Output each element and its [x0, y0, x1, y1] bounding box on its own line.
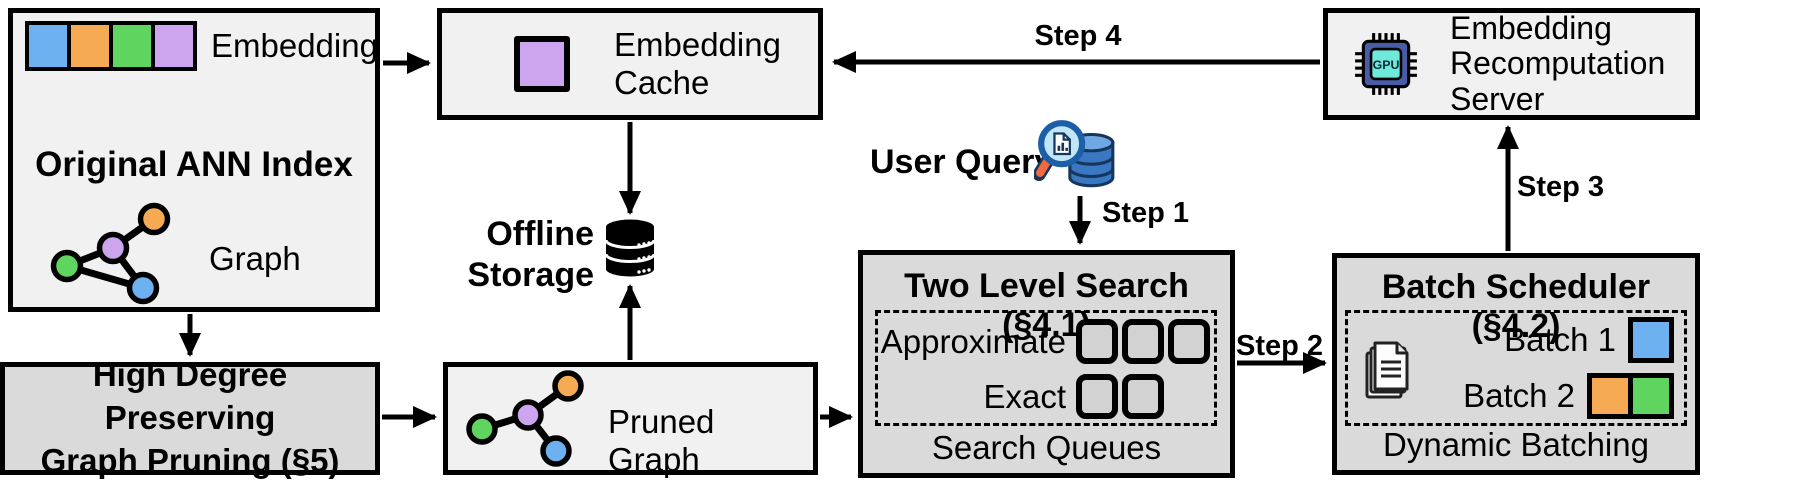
- original-graph-icon: [50, 202, 171, 305]
- pruned-graph-icon: [466, 370, 584, 467]
- cached-embedding-square: [514, 36, 570, 92]
- embedding-strip: [25, 21, 197, 71]
- batch-cell-orange: [1592, 378, 1628, 414]
- batch1-row: Batch 1: [1426, 315, 1674, 365]
- batch-squares-2: [1587, 373, 1674, 419]
- offline-storage-db-icon: [604, 219, 656, 277]
- queue-slot: [1076, 374, 1118, 419]
- batch2-row: Batch 2: [1426, 371, 1674, 421]
- user-query-label: User Query: [870, 143, 1054, 181]
- batch2-label: Batch 2: [1463, 377, 1575, 414]
- original-ann-index-title: Original ANN Index: [35, 145, 353, 184]
- dynamic-batching-label: Dynamic Batching: [1383, 426, 1649, 463]
- embedding-cache-label: Embedding Cache: [614, 26, 781, 101]
- search-queues-label: Search Queues: [931, 429, 1162, 466]
- original-ann-index-box: Embedding Original ANN Index Graph: [8, 8, 380, 312]
- batch-scheduler-title: Batch Scheduler (§4.2): [1381, 268, 1651, 345]
- exact-label: Exact: [983, 377, 1066, 415]
- approximate-label: Approximate: [880, 322, 1066, 360]
- embedding-row: Embedding: [25, 21, 378, 71]
- batch-cell-green: [1628, 378, 1669, 414]
- batch-scheduler-box: Batch Scheduler (§4.2) Batch 1: [1332, 253, 1700, 475]
- offline-storage-label: Offline Storage: [452, 214, 594, 297]
- exact-row: Exact: [878, 370, 1214, 423]
- embedding-cell-orange: [71, 25, 109, 67]
- queue-slots-exact: [1076, 374, 1164, 419]
- recomputation-server-box: GPU Embedding Recomputation Server: [1323, 8, 1700, 120]
- hdgp-line1: High Degree Preserving: [92, 356, 288, 437]
- step2-label: Step 2: [1236, 330, 1324, 362]
- queue-slot: [1122, 319, 1164, 364]
- recomputation-server-label: Embedding Recomputation Server: [1450, 10, 1666, 117]
- gpu-icon: GPU: [1355, 33, 1417, 95]
- graph-label: Graph: [209, 240, 301, 277]
- step4-label: Step 4: [1034, 20, 1122, 52]
- pruned-graph-box: Pruned Graph: [443, 362, 818, 478]
- embedding-cell-blue: [29, 25, 67, 67]
- queue-slot: [1076, 319, 1118, 364]
- queue-slots-approximate: [1076, 319, 1210, 364]
- dynamic-batching-panel: Batch 1 Batch 2: [1345, 310, 1687, 426]
- documents-icon: [1365, 341, 1409, 399]
- queue-slot: [1122, 374, 1164, 419]
- embedding-cell-purple: [155, 25, 193, 67]
- batch1-label: Batch 1: [1504, 321, 1616, 358]
- hdgp-box: High Degree Preserving Graph Pruning (§5…: [0, 356, 380, 479]
- embedding-cell-green: [113, 25, 151, 67]
- queue-slot: [1168, 319, 1210, 364]
- batch-squares-1: [1628, 317, 1674, 363]
- embedding-label: Embedding: [211, 26, 378, 64]
- search-queues-panel: Approximate Exact: [875, 310, 1217, 426]
- step1-label: Step 1: [1102, 197, 1190, 229]
- hdgp-line2: Graph Pruning (§5): [40, 441, 340, 479]
- pruned-graph-label: Pruned Graph: [608, 403, 715, 478]
- user-query-icon: [1034, 120, 1115, 188]
- offline-storage-line2: Storage: [467, 256, 594, 295]
- embedding-cache-box: Embedding Cache: [437, 8, 823, 120]
- offline-storage-line1: Offline: [486, 215, 594, 253]
- batch-rows: Batch 1 Batch 2: [1426, 315, 1684, 421]
- batch-cell-blue: [1633, 322, 1669, 358]
- docs-wrap: [1348, 337, 1426, 399]
- two-level-search-box: Two Level Search (§4.1) Approximate Exac…: [858, 250, 1235, 478]
- approximate-row: Approximate: [878, 315, 1214, 368]
- gpu-chip-text: GPU: [1373, 58, 1400, 72]
- step3-label: Step 3: [1517, 171, 1605, 203]
